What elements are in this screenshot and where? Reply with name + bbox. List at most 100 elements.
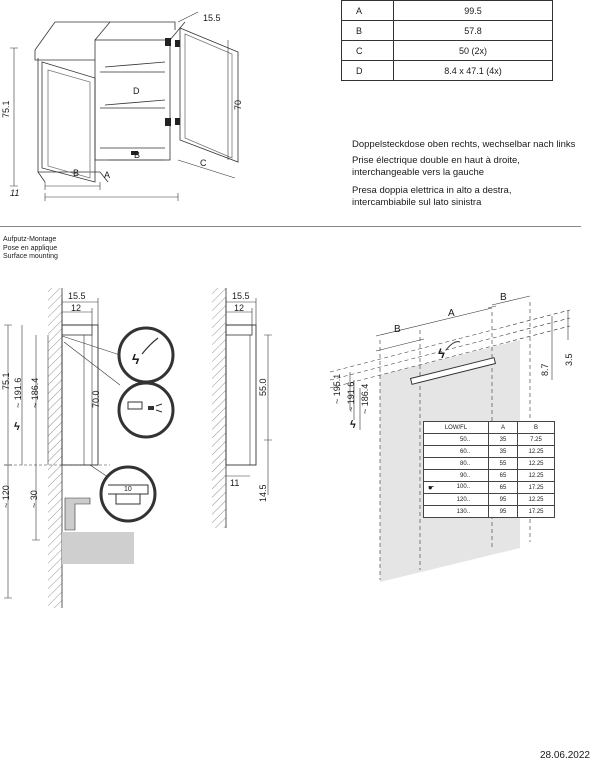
- mounting-type-en: Surface mounting: [3, 253, 58, 260]
- cell: 90..: [423, 469, 489, 482]
- sv1-h3: ~ 186.4: [30, 378, 40, 408]
- cell: 17.25: [517, 481, 555, 494]
- dim-value: 8.4 x 47.1 (4x): [393, 60, 553, 81]
- label-c: C: [200, 158, 207, 168]
- power-symbol: ϟ: [14, 421, 20, 433]
- cell: 17.25: [517, 505, 555, 518]
- detail-plug-icon: [127, 401, 163, 413]
- label-b-inner: B: [134, 150, 140, 160]
- sv2-bottom-depth: 11: [230, 478, 239, 488]
- sv2-h2: 14.5: [258, 484, 268, 502]
- cabinet-isometric-drawing: 75.1 70 15.5 11 B A B D C: [1, 11, 243, 201]
- cell: 55: [488, 457, 518, 470]
- sv2-depth-top: 15.5: [232, 291, 250, 301]
- pointer-icon: ☛: [428, 484, 435, 492]
- cell: 12.25: [517, 445, 555, 458]
- dim-value: 50 (2x): [393, 40, 553, 61]
- dim-key: B: [341, 20, 394, 41]
- col-header: LOW/FL: [423, 421, 489, 434]
- sv1-h1: 75.1: [1, 372, 11, 390]
- sv1-h2: ~ 191.6: [13, 378, 23, 408]
- col-header: B: [517, 421, 555, 434]
- dim-value: 99.5: [393, 0, 553, 21]
- sv1-h5: ~ 120: [1, 485, 11, 508]
- wall-label-b-left: B: [394, 324, 401, 335]
- socket-note-de: Doppelsteckdose oben rechts, wechselbar …: [352, 139, 576, 150]
- dim-value: 57.8: [393, 20, 553, 41]
- cell: 35: [488, 433, 518, 446]
- side-view-drawing: 15.5 12 75.1 ~ 191.6 ~ 186.4 70.0 ~ 120 …: [1, 288, 175, 608]
- cell: 95: [488, 505, 518, 518]
- sv2-h1: 55.0: [258, 378, 268, 396]
- col-header: A: [488, 421, 518, 434]
- cell: ☛ 100..: [423, 481, 489, 494]
- side-view-2-drawing: 15.5 12 55.0 11 14.5: [212, 288, 272, 528]
- sv1-h4: 70.0: [91, 390, 101, 408]
- section-divider: [0, 226, 581, 227]
- svg-text:ϟ: ϟ: [132, 351, 140, 367]
- cell: 95: [488, 493, 518, 506]
- dim-side-depth: 11: [10, 188, 19, 198]
- detail-bottom-icon: 10: [108, 484, 149, 505]
- socket-note-fr-2: interchangeable vers la gauche: [352, 167, 485, 178]
- detail-socket-icon: ϟ: [132, 337, 159, 367]
- dim-height: 75.1: [1, 100, 11, 118]
- dim-depth: 15.5: [203, 13, 221, 23]
- cell: 50..: [423, 433, 489, 446]
- mounting-type-fr: Pose en applique: [3, 244, 58, 252]
- sv1-h6: ~ 30: [29, 490, 39, 508]
- dim-key: D: [341, 60, 394, 81]
- cell: 35: [488, 445, 518, 458]
- sv1-depth-inner: 12: [71, 303, 81, 313]
- wall-label-a: A: [448, 308, 455, 319]
- dim-door-height: 70: [233, 100, 243, 110]
- cell: 65: [488, 481, 518, 494]
- document-date: 28.06.2022: [539, 750, 590, 761]
- socket-note-it-1: Presa doppia elettrica in alto a destra,: [352, 185, 512, 196]
- sv2-depth-inner: 12: [234, 303, 244, 313]
- label-b-left: B: [73, 168, 79, 178]
- socket-note-it-2: intercambiabile sul lato sinistra: [352, 197, 482, 208]
- wall-h3: ~ 186.4: [360, 384, 370, 414]
- cell: 120..: [423, 493, 489, 506]
- cell: 12.25: [517, 493, 555, 506]
- wall-r1: 8.7: [540, 363, 550, 376]
- label-a: A: [104, 170, 110, 180]
- detail-dim: 10: [124, 486, 132, 493]
- dim-key: C: [341, 40, 394, 61]
- wall-power-symbol: ϟ: [438, 346, 445, 361]
- cell: 65: [488, 469, 518, 482]
- cell: 80..: [423, 457, 489, 470]
- wall-label-b-right: B: [500, 292, 507, 303]
- wall-h1: ~ 195.1: [332, 374, 342, 404]
- cell-text: 100..: [456, 483, 470, 490]
- cell: 130..: [423, 505, 489, 518]
- dim-key: A: [341, 0, 394, 21]
- cell: 60..: [423, 445, 489, 458]
- mounting-type-de: Aufputz-Montage: [3, 236, 57, 243]
- wall-power-symbol-2: ϟ: [350, 419, 356, 431]
- socket-note-fr-1: Prise électrique double en haut à droite…: [352, 155, 520, 166]
- cell: 7.25: [517, 433, 555, 446]
- mounting-type: Aufputz-Montage Pose en applique Surface…: [3, 236, 58, 262]
- sv1-depth-top: 15.5: [68, 291, 86, 301]
- wall-h2: ~ 191.6: [346, 382, 356, 412]
- cell: 12.25: [517, 457, 555, 470]
- wall-r2: 3.5: [564, 353, 574, 366]
- cell: 12.25: [517, 469, 555, 482]
- label-d: D: [133, 86, 140, 96]
- table-header-row: LOW/FL A B: [423, 421, 555, 434]
